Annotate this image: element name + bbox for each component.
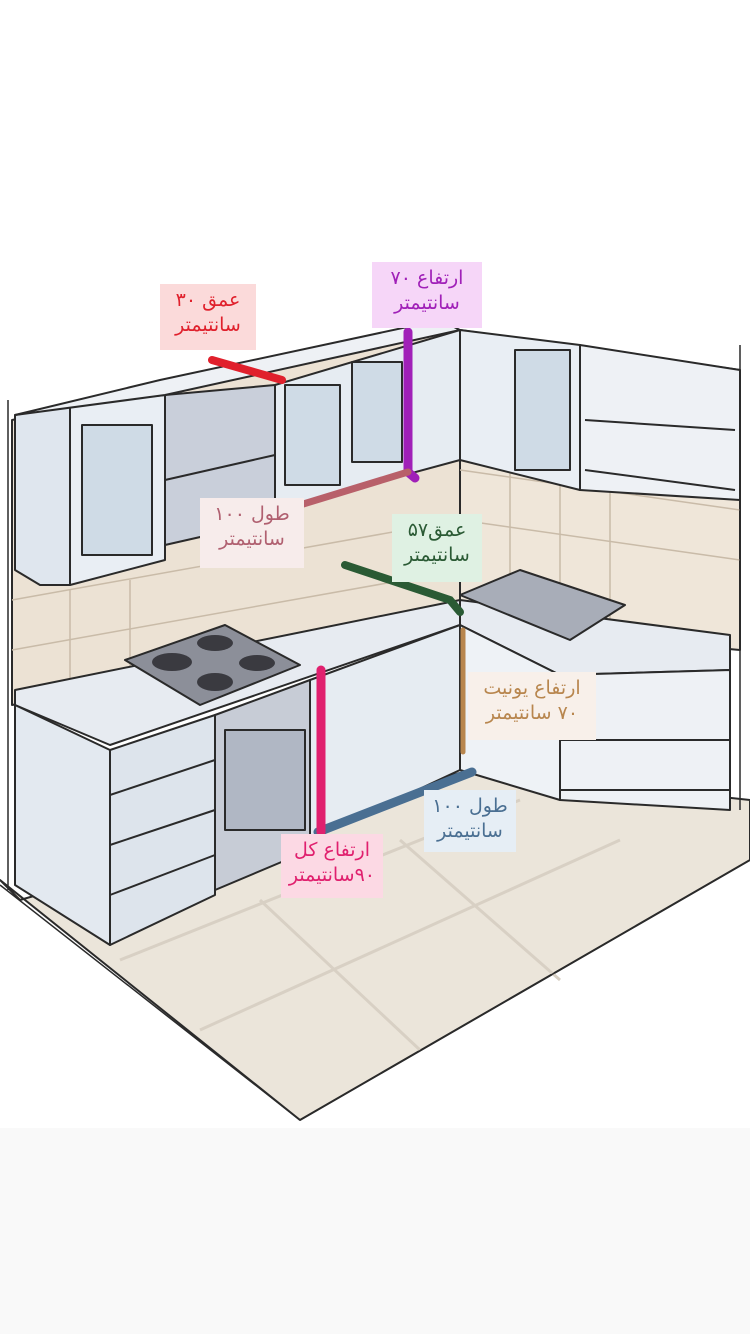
label-line: سانتیمتر <box>394 292 460 314</box>
label-line: طول ۱۰۰ <box>214 503 290 525</box>
base-length-line <box>313 767 477 837</box>
upper-depth-label: عمق ۳۰ سانتیمتر <box>160 284 256 350</box>
upper-cabinet-1 <box>14 404 71 586</box>
sink <box>459 569 626 641</box>
base-depth-line <box>341 561 464 616</box>
label-line: سانتیمتر <box>404 544 470 566</box>
label-line: عمق۵۷ <box>407 519 467 541</box>
bottom-background <box>0 1128 750 1334</box>
label-line: ۷۰ سانتیمتر <box>485 702 579 724</box>
label-line: ارتفاع یونیت <box>483 677 581 699</box>
base-length-label: طول ۱۰۰ سانتیمتر <box>424 790 516 852</box>
label-line: ۹۰سانتیمتر <box>288 864 375 886</box>
base-cabinet-front <box>14 704 111 946</box>
total-height-label: ارتفاع کل ۹۰سانتیمتر <box>281 834 383 898</box>
label-line: سانتیمتر <box>437 820 503 842</box>
upper-depth-line <box>208 356 286 384</box>
corner-shelves-upper <box>579 344 741 501</box>
drawer-stack <box>109 714 216 946</box>
upper-length-label: طول ۱۰۰ سانتیمتر <box>200 498 304 568</box>
upper-height-label: ارتفاع ۷۰ سانتیمتر <box>372 262 482 328</box>
label-line: عمق ۳۰ <box>175 289 241 311</box>
label-line: طول ۱۰۰ <box>432 795 508 817</box>
label-line: ارتفاع ۷۰ <box>390 267 464 289</box>
label-line: سانتیمتر <box>219 528 285 550</box>
base-depth-label: عمق۵۷ سانتیمتر <box>392 514 482 582</box>
label-line: ارتفاع کل <box>294 839 370 861</box>
cooktop <box>124 624 301 706</box>
upper-length-line <box>296 468 412 509</box>
unit-height-label: ارتفاع یونیت ۷۰ سانتیمتر <box>468 672 596 740</box>
label-line: سانتیمتر <box>175 314 241 336</box>
